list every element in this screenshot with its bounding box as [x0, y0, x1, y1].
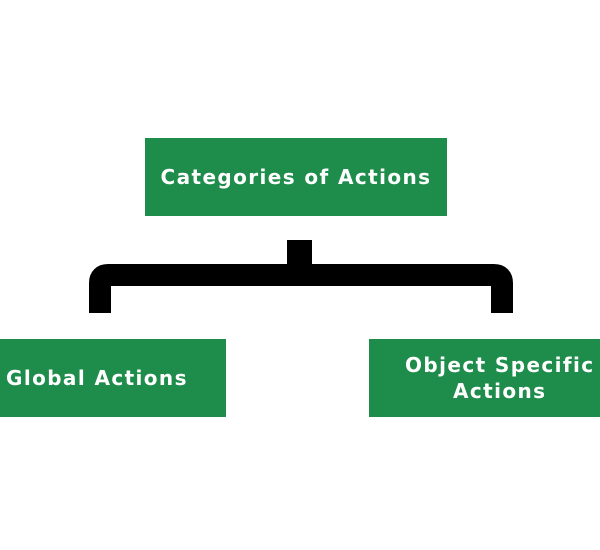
child-node-global-actions: Global Actions: [0, 339, 226, 417]
root-node-label: Categories of Actions: [160, 165, 432, 189]
connector-bracket: [89, 264, 513, 313]
child-node-label: Object Specific Actions: [405, 353, 595, 403]
child-node-object-specific-actions: Object Specific Actions: [369, 339, 600, 417]
root-node: Categories of Actions: [145, 138, 447, 216]
child-node-label: Global Actions: [6, 366, 188, 390]
